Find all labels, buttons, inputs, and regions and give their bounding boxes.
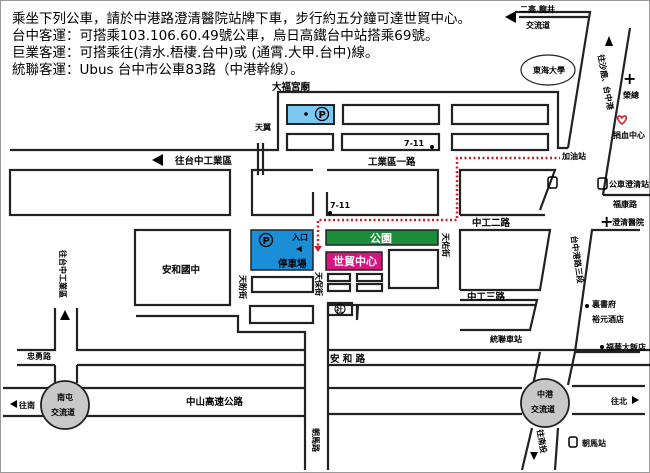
label-to-industrial-zone-vertical: 往台中工業區 <box>58 250 68 298</box>
intro-line-1: 乘坐下列公車，請於中港路澄清醫院站牌下車，步行約五分鐘可達世貿中心。 <box>12 11 471 27</box>
label-park: 公園 <box>370 232 392 245</box>
label-zhonggang-ic-2: 交流道 <box>531 404 555 414</box>
destination-marker-icon <box>314 246 322 252</box>
arrow-up-icon <box>60 310 70 320</box>
parking-lot-main <box>250 229 314 271</box>
label-zhongyong-rd: 忠勇路 <box>27 351 52 361</box>
label-ubus-station: 統聯車站 <box>490 334 522 344</box>
label-tianbao-st: 天保街 <box>314 272 324 296</box>
label-to-shalu: 往沙鹿、台中港 <box>596 54 616 112</box>
label-erjia-longjing: 二高.龍井 <box>520 4 555 14</box>
arrow-left-icon <box>10 400 17 408</box>
svg-text:P: P <box>319 110 326 121</box>
label-tunghai-university: 東海大學 <box>533 65 565 75</box>
arrow-left-icon <box>505 11 516 23</box>
label-anhe-rd: 安 和 路 <box>330 353 366 365</box>
world-trade-center <box>325 251 383 271</box>
bus-icon <box>597 177 608 190</box>
label-hotel-1: 裏書府 <box>591 299 616 309</box>
arrow-right-icon <box>632 396 639 404</box>
label-chaoma-station: 朝馬站 <box>582 438 606 448</box>
arrow-up-icon <box>605 36 613 46</box>
label-fukang-rd: 福康路 <box>612 199 638 209</box>
label-nantun-ic: 南屯 <box>57 392 73 402</box>
parking-icon <box>314 106 330 122</box>
svg-text:P: P <box>263 236 270 247</box>
label-wtc: 世貿中心 <box>333 254 377 268</box>
label-rongzong: 榮總 <box>623 90 639 100</box>
label-chaoma-rd: 朝馬路 <box>311 428 321 453</box>
blood-heart-icon <box>616 115 628 126</box>
label-dafu-temple: 大福宮廟 <box>272 81 311 93</box>
label-hotel-2: 福華大飯店 <box>605 342 646 352</box>
label-anhe-junior-high: 安和國中 <box>162 264 200 276</box>
parking-lot-north <box>286 104 335 125</box>
label-to-nantou: 往南投 <box>535 429 549 454</box>
entrance-arrow-icon <box>296 246 302 252</box>
label-to-industrial-zone: 往台中工業區 <box>175 155 233 167</box>
label-freeway: 中山高速公路 <box>186 396 244 408</box>
label-gas-station: 加油站 <box>561 151 586 161</box>
label-tianmu-st: 天盼街 <box>238 275 248 299</box>
label-taichung-port-rd: 台中港路三段 <box>569 235 586 284</box>
label-industrial-rd1: 工業區一路 <box>368 156 416 168</box>
label-hotel-1b: 裕元酒店 <box>591 314 624 324</box>
arrow-down-icon <box>530 452 538 460</box>
label-zhonggong-3rd: 中工三路 <box>467 291 506 303</box>
label-chengching-hospital: 澄清醫院 <box>612 217 644 227</box>
label-tianyou-st: 天佑街 <box>441 233 451 257</box>
label-nantun-ic-2: 交流道 <box>51 407 75 417</box>
label-zhonggong-2nd: 中工二路 <box>472 217 511 229</box>
hospital-cross-icon: + <box>623 69 636 88</box>
label-zhonggang-ic: 中港 <box>537 389 554 399</box>
label-temple-mark: 社 <box>335 305 343 314</box>
tunghai-university <box>520 54 576 86</box>
bus-icon <box>547 176 558 189</box>
label-tianyi: 天翼 <box>255 122 271 132</box>
label-7-11-north: 7-11 <box>404 139 424 148</box>
roads <box>3 10 650 471</box>
bus-icon <box>568 436 578 448</box>
label-bus-station: 公車澄清站 <box>609 179 649 189</box>
intro-line-ubus: 統聯客運：Ubus 台中市公車83路（中港幹線）。 <box>12 62 304 78</box>
zhonggang-interchange <box>520 378 570 428</box>
label-blood-center: 捐血中心 <box>613 130 645 140</box>
label-interchange: 交流道 <box>526 20 550 30</box>
parking-icon <box>258 232 274 248</box>
label-parking-lot: 停車場 <box>278 258 307 270</box>
walking-route <box>316 156 560 250</box>
label-7-11-south: 7-11 <box>330 201 350 210</box>
hospital-cross-icon: + <box>600 212 613 231</box>
intro-line-taichung-bus: 台中客運：可搭乘103.106.60.49號公車，烏日高鐵台中站搭乘69號。 <box>12 28 439 44</box>
label-to-south: 往南 <box>19 400 35 410</box>
label-entrance: 入口 <box>291 233 308 242</box>
nantun-interchange <box>40 380 90 430</box>
intro-line-juye-bus: 巨業客運：可搭乘往(清水.梧棲.台中)或 (通霄.大甲.台中)線。 <box>12 45 379 61</box>
park-area <box>325 229 439 246</box>
arrow-left-icon <box>152 154 163 166</box>
label-to-north: 往北 <box>611 396 627 406</box>
